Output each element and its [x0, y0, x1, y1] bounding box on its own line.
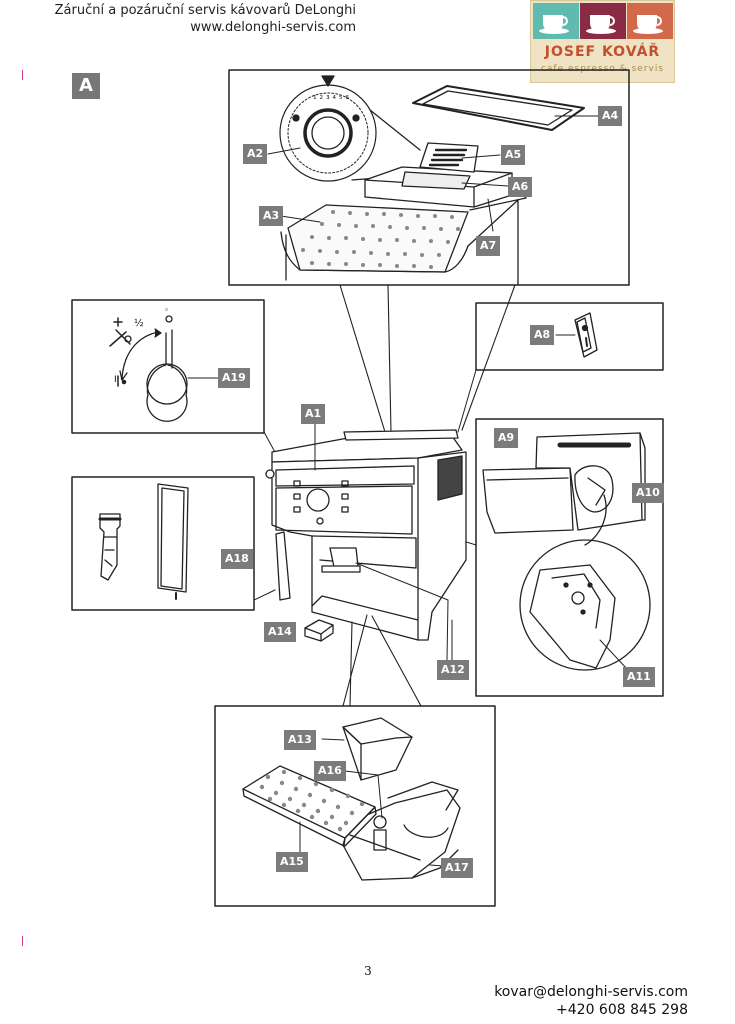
detail-box-drip-tray	[214, 705, 496, 907]
grounds-container-small	[304, 619, 334, 642]
detail-box-accessories	[71, 476, 255, 611]
crop-mark-top	[22, 70, 23, 80]
callout-a7: A7	[476, 236, 501, 256]
cup-icon-left	[533, 3, 579, 39]
section-letter: A	[72, 73, 100, 99]
contact-phone[interactable]: +420 608 845 298	[556, 1002, 688, 1018]
header-title: Záruční a pozáruční servis kávovarů DeLo…	[54, 3, 356, 18]
logo-name: JOSEF KOVÁŘ	[544, 44, 661, 60]
cup-icon-middle	[580, 3, 626, 39]
coffee-grounds-container	[342, 717, 413, 781]
drip-tray-grid	[242, 765, 377, 847]
ground-coffee-funnel	[419, 142, 479, 173]
callout-a10: A10	[632, 483, 664, 503]
callout-a18: A18	[221, 549, 253, 569]
dial-top-symbol: ◦	[164, 306, 170, 316]
logo-tagline: cafe espresso & servis	[540, 64, 665, 74]
cappuccino-nozzle-detail	[98, 513, 122, 581]
callout-a3: A3	[259, 206, 284, 226]
detail-box-water-tank	[475, 418, 664, 697]
callout-a11: A11	[623, 667, 655, 687]
main-switch-detail	[555, 312, 598, 358]
callout-a12: A12	[437, 660, 469, 680]
svg-text:¹ ² ³ ⁴ ⁵ ⁶: ¹ ² ³ ⁴ ⁵ ⁶	[313, 95, 349, 105]
callout-a5: A5	[501, 145, 526, 165]
detail-box-main-switch	[475, 302, 664, 371]
callout-a8: A8	[530, 325, 555, 345]
callout-a1: A1	[301, 404, 326, 424]
callout-a13: A13	[284, 730, 316, 750]
bean-container-lid	[412, 85, 585, 131]
header-website-link[interactable]: www.delonghi-servis.com	[190, 20, 356, 35]
callout-a16: A16	[314, 761, 346, 781]
coffee-scoop-detail	[157, 483, 189, 600]
steam-dial-detail	[109, 315, 223, 422]
detail-box-top	[228, 69, 630, 286]
contact-email[interactable]: kovar@delonghi-servis.com	[494, 984, 688, 1000]
crop-mark-bottom	[22, 936, 23, 946]
callout-a4: A4	[598, 106, 623, 126]
brewing-unit-detail	[519, 494, 651, 671]
page-number: 3	[364, 964, 372, 978]
callout-a19: A19	[218, 368, 250, 388]
coffee-machine-main	[265, 429, 467, 641]
callout-a14: A14	[264, 622, 296, 642]
dial-bottom-symbol: I •	[114, 375, 125, 385]
callout-a6: A6	[508, 177, 533, 197]
grinder-dial-detail: ¹ ² ³ ⁴ ⁵ ⁶	[279, 75, 421, 182]
drip-tray	[342, 781, 461, 881]
tray-hole-pattern	[301, 210, 460, 269]
callout-a15: A15	[276, 852, 308, 872]
cup-icon-right	[627, 3, 673, 39]
callout-a9: A9	[494, 428, 519, 448]
water-tank-detail	[482, 432, 646, 534]
callout-a2: A2	[243, 144, 268, 164]
brand-logo: JOSEF KOVÁŘ cafe espresso & servis	[530, 0, 675, 83]
callout-a17: A17	[441, 858, 473, 878]
steam-symbol-label: ½	[134, 318, 144, 329]
detail-box-steam-dial	[71, 299, 265, 434]
bean-container	[364, 166, 513, 208]
